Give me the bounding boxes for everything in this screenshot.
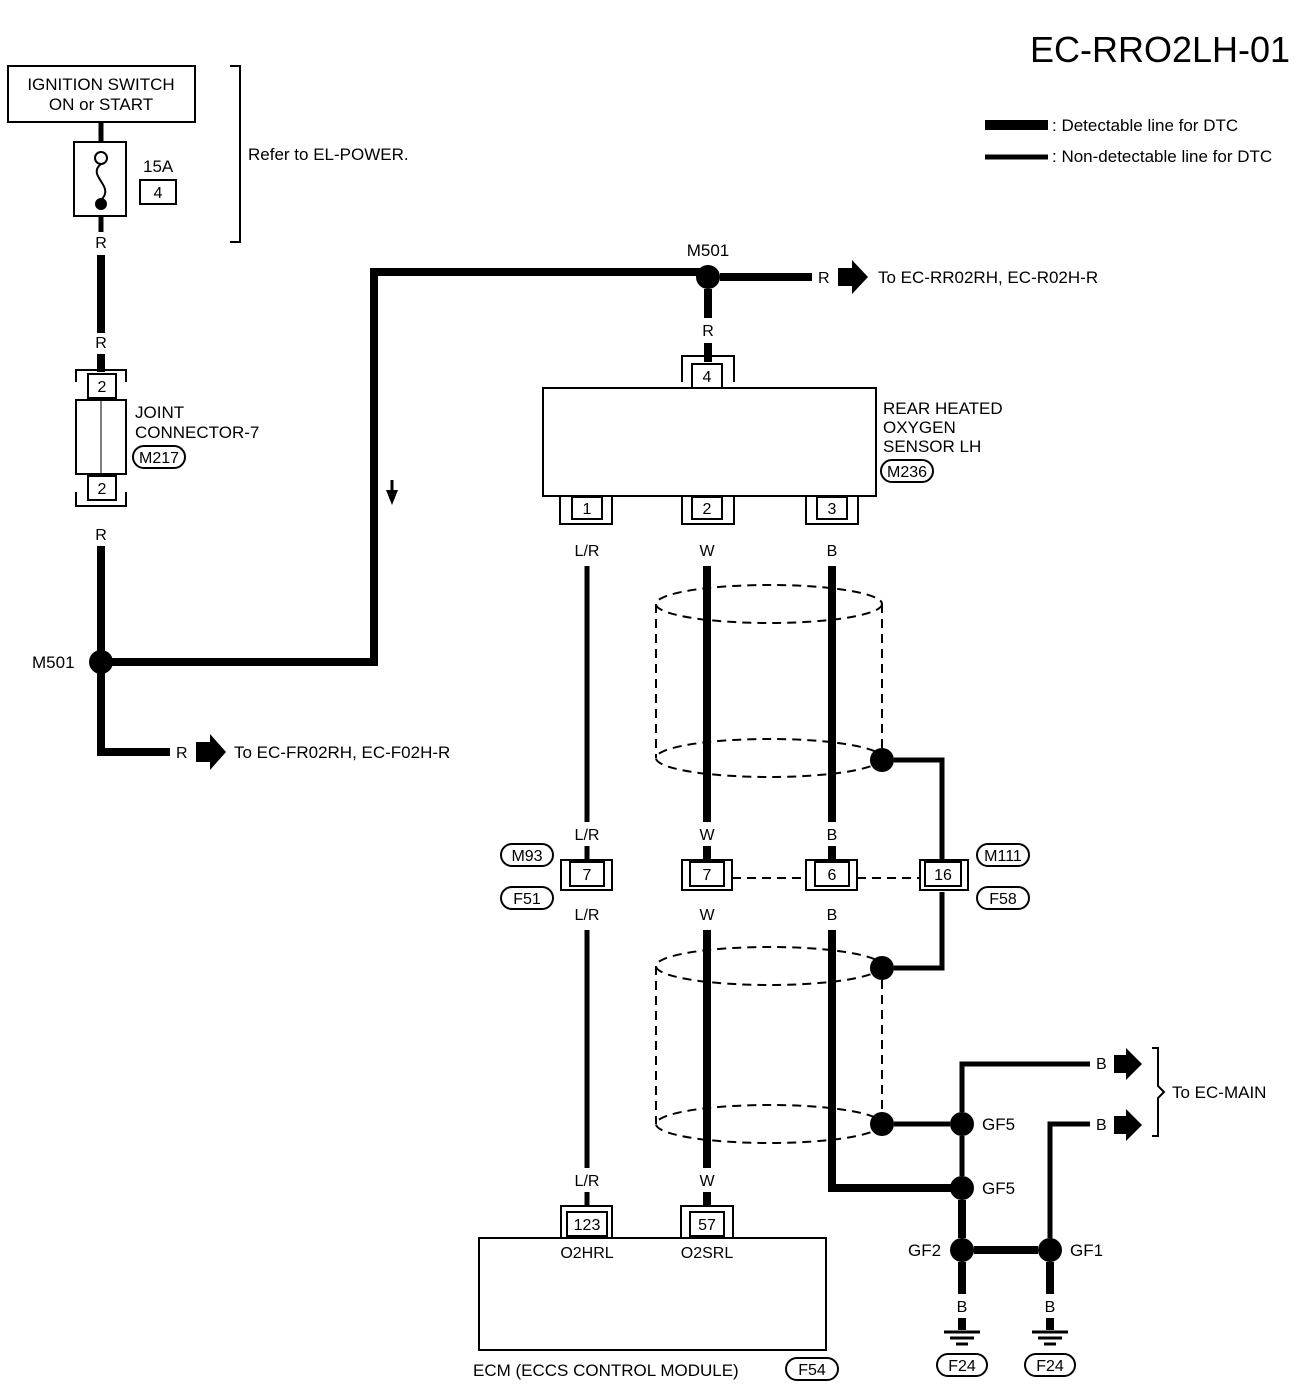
ignition-line1: IGNITION SWITCH <box>27 75 174 94</box>
mid-pin-w: 7 <box>703 867 712 884</box>
junction-gf5-upper <box>950 1112 974 1136</box>
sensor-code: M236 <box>887 464 927 481</box>
ecm-pin-123: 123 <box>574 1217 601 1234</box>
wire-color-r-3: R <box>95 527 107 544</box>
to-front-label: To EC-FR02RH, EC-F02H-R <box>234 743 450 762</box>
wire-color-lr-1: L/R <box>575 543 600 560</box>
wire-color-r-2: R <box>95 335 107 352</box>
joint-pin-top: 2 <box>98 379 107 396</box>
wire-color-w-2: W <box>699 827 715 844</box>
ecm-label: ECM (ECCS CONTROL MODULE) <box>473 1361 739 1380</box>
junction-m501-lower-label: M501 <box>32 653 75 672</box>
wire-color-r-sensor: R <box>702 323 714 340</box>
sensor-label-line2: OXYGEN <box>883 418 956 437</box>
wire-color-b-3: B <box>827 907 838 924</box>
ignition-switch: IGNITION SWITCH ON or START <box>7 65 196 123</box>
wire-color-r-1: R <box>95 235 107 252</box>
refer-label: Refer to EL-POWER. <box>248 145 409 164</box>
arrow-right-icon-main2 <box>1114 1109 1142 1141</box>
wire-color-w-3: W <box>699 907 715 924</box>
joint-connector-7: 2 2 JOINT CONNECTOR-7 M217 <box>75 369 259 507</box>
wire-color-lr-3: L/R <box>575 907 600 924</box>
wire-color-b-2: B <box>827 827 838 844</box>
sensor-pin-1: 1 <box>583 501 592 518</box>
to-main-bracket <box>1152 1047 1166 1137</box>
legend-non-detectable-label: : Non-detectable line for DTC <box>1052 147 1272 166</box>
fuse-element-icon <box>95 163 107 201</box>
connector-f58-code: F58 <box>989 891 1017 908</box>
junction-gf1 <box>1038 1238 1062 1262</box>
junction-m501-upper <box>696 265 720 289</box>
wire-color-r-rear: R <box>818 270 830 287</box>
to-main-label: To EC-MAIN <box>1172 1083 1266 1102</box>
ecm-terminal-o2srl: O2SRL <box>681 1245 734 1262</box>
connector-m111-code: M111 <box>984 848 1022 865</box>
fuse-terminal-top <box>94 151 108 165</box>
fuse-rating: 15A <box>143 157 174 176</box>
refer-bracket <box>230 65 241 243</box>
ecm-terminal-o2hrl: O2HRL <box>560 1245 613 1262</box>
mid-pin-b: 6 <box>828 867 837 884</box>
junction-m501-upper-label: M501 <box>687 241 730 260</box>
wire-color-b-gnd2: B <box>1045 1299 1056 1316</box>
ecm: 123 57 O2HRL O2SRL ECM (ECCS CONTROL MOD… <box>473 1205 839 1381</box>
to-rear-label: To EC-RR02RH, EC-R02H-R <box>878 268 1098 287</box>
legend-detectable-label: : Detectable line for DTC <box>1052 116 1238 135</box>
arrow-right-icon-main1 <box>1114 1048 1142 1080</box>
mid-pin-lr: 7 <box>583 867 592 884</box>
ignition-line2: ON or START <box>49 95 153 114</box>
wire-color-lr-4: L/R <box>575 1173 600 1190</box>
arrow-right-icon-front <box>196 734 226 770</box>
junction-gf2 <box>950 1238 974 1262</box>
wire-color-w-4: W <box>699 1173 715 1190</box>
wire-color-b-gnd1: B <box>957 1299 968 1316</box>
junction-gf2-label: GF2 <box>908 1241 941 1260</box>
sensor-pin-2: 2 <box>703 501 712 518</box>
mid-pin-shield: 16 <box>934 867 952 884</box>
shield-upper <box>655 584 945 860</box>
joint-code: M217 <box>139 450 179 467</box>
shield-upper-drain <box>870 748 894 772</box>
shield-lower-drain-bottom <box>870 1112 894 1136</box>
mid-connector: M93 F51 7 7 6 16 M111 F58 <box>500 843 1030 910</box>
wire-color-w-1: W <box>699 543 715 560</box>
joint-label-line1: JOINT <box>135 403 184 422</box>
fuse: 15A 4 <box>73 122 177 217</box>
joint-label-line2: CONNECTOR-7 <box>135 423 259 442</box>
wire-color-r-front: R <box>176 745 188 762</box>
junction-gf5-upper-label: GF5 <box>982 1115 1015 1134</box>
wire-color-lr-2: L/R <box>575 827 600 844</box>
diagram-title: EC-RRO2LH-01 <box>1030 29 1290 70</box>
legend: : Detectable line for DTC : Non-detectab… <box>985 116 1272 166</box>
up-arrow-icon <box>386 490 398 505</box>
sensor-pin-4: 4 <box>703 369 712 386</box>
sensor-pin-3: 3 <box>828 501 837 518</box>
wire-color-b-1: B <box>827 543 838 560</box>
ground-icon-2 <box>1032 1330 1068 1346</box>
wire-color-b-main2: B <box>1096 1117 1107 1134</box>
wire-color-b-main1: B <box>1096 1056 1107 1073</box>
ecm-pin-57: 57 <box>698 1217 716 1234</box>
connector-m93-code: M93 <box>511 848 542 865</box>
ignition-switch-box <box>7 65 196 123</box>
ecm-code: F54 <box>798 1362 826 1379</box>
junction-gf1-label: GF1 <box>1070 1241 1103 1260</box>
rear-heated-oxygen-sensor-lh: 4 REAR HEATED OXYGEN SENSOR LH M236 1 2 … <box>542 355 1003 525</box>
shield-lower <box>655 892 950 1144</box>
fuse-terminal-bottom <box>95 198 107 210</box>
ecm-box <box>478 1237 827 1351</box>
junction-gf5-lower-label: GF5 <box>982 1179 1015 1198</box>
junction-gf5-lower <box>950 1176 974 1200</box>
sensor-label-line3: SENSOR LH <box>883 437 981 456</box>
sensor-label-line1: REAR HEATED <box>883 399 1003 418</box>
joint-pin-bottom: 2 <box>98 481 107 498</box>
fuse-number: 4 <box>154 185 163 202</box>
ground-icon-1 <box>944 1330 980 1346</box>
arrow-right-icon-rear <box>838 260 868 294</box>
ground-code-1: F24 <box>948 1358 976 1375</box>
sensor-box <box>542 387 877 497</box>
ground-code-2: F24 <box>1036 1358 1064 1375</box>
connector-f51-code: F51 <box>513 891 541 908</box>
